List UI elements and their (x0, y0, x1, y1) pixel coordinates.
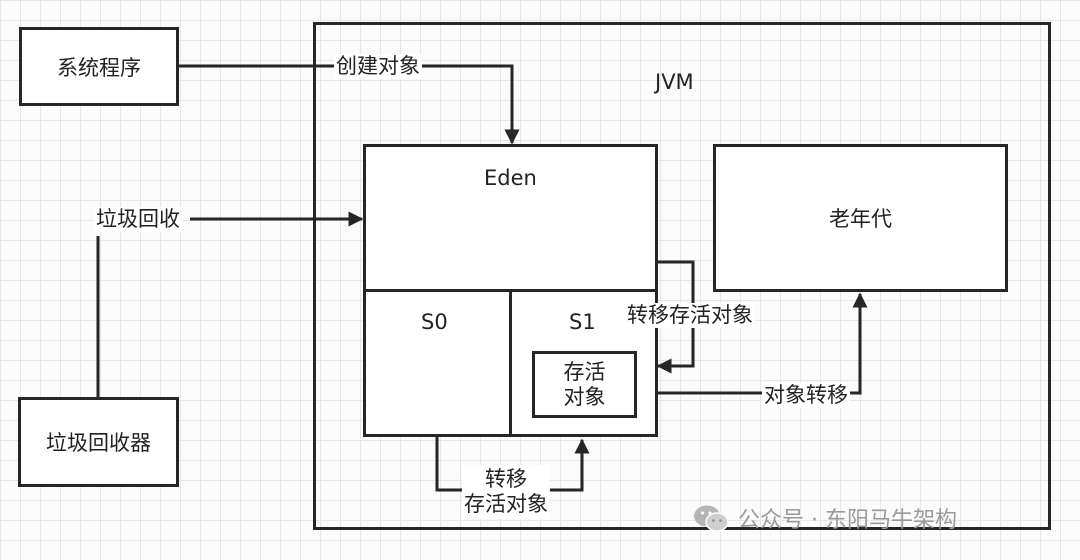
transfer-surviving-object-label: 转移存活对象 (625, 303, 755, 328)
surviving-object-line-1: 存活 (563, 360, 606, 385)
survivor-divider (509, 290, 512, 437)
create-object-arrow (178, 64, 520, 145)
eden-label: Eden (484, 166, 537, 190)
create-object-label: 创建对象 (334, 54, 422, 79)
watermark-text: 公众号 · 东阳马牛架构 (738, 508, 957, 533)
system-program-label: 系统程序 (57, 55, 141, 80)
jvm-label: JVM (655, 70, 694, 94)
old-generation-box: 老年代 (713, 144, 1008, 292)
transfer-label-line-2: 存活对象 (464, 492, 548, 517)
s0-label: S0 (421, 310, 448, 334)
surviving-object-line-2: 对象 (563, 384, 606, 409)
jvm-container (313, 22, 1051, 530)
object-transfer-label: 对象转移 (762, 383, 850, 408)
garbage-collect-label: 垃圾回收 (94, 207, 182, 232)
surviving-object-box: 存活 对象 (532, 351, 637, 418)
transfer-label-line-1: 转移 (485, 467, 527, 491)
garbage-collector-label: 垃圾回收器 (46, 431, 151, 455)
s1-label: S1 (569, 310, 596, 334)
object-transfer-arrow (656, 292, 868, 395)
garbage-collector-box: 垃圾回收器 (18, 397, 179, 487)
watermark: 公众号 · 东阳马牛架构 (692, 502, 957, 534)
transfer-label-block: 转移 存活对象 (462, 465, 550, 520)
wechat-icon (694, 505, 729, 532)
old-generation-label: 老年代 (829, 207, 892, 231)
system-program-box: 系统程序 (19, 27, 179, 106)
